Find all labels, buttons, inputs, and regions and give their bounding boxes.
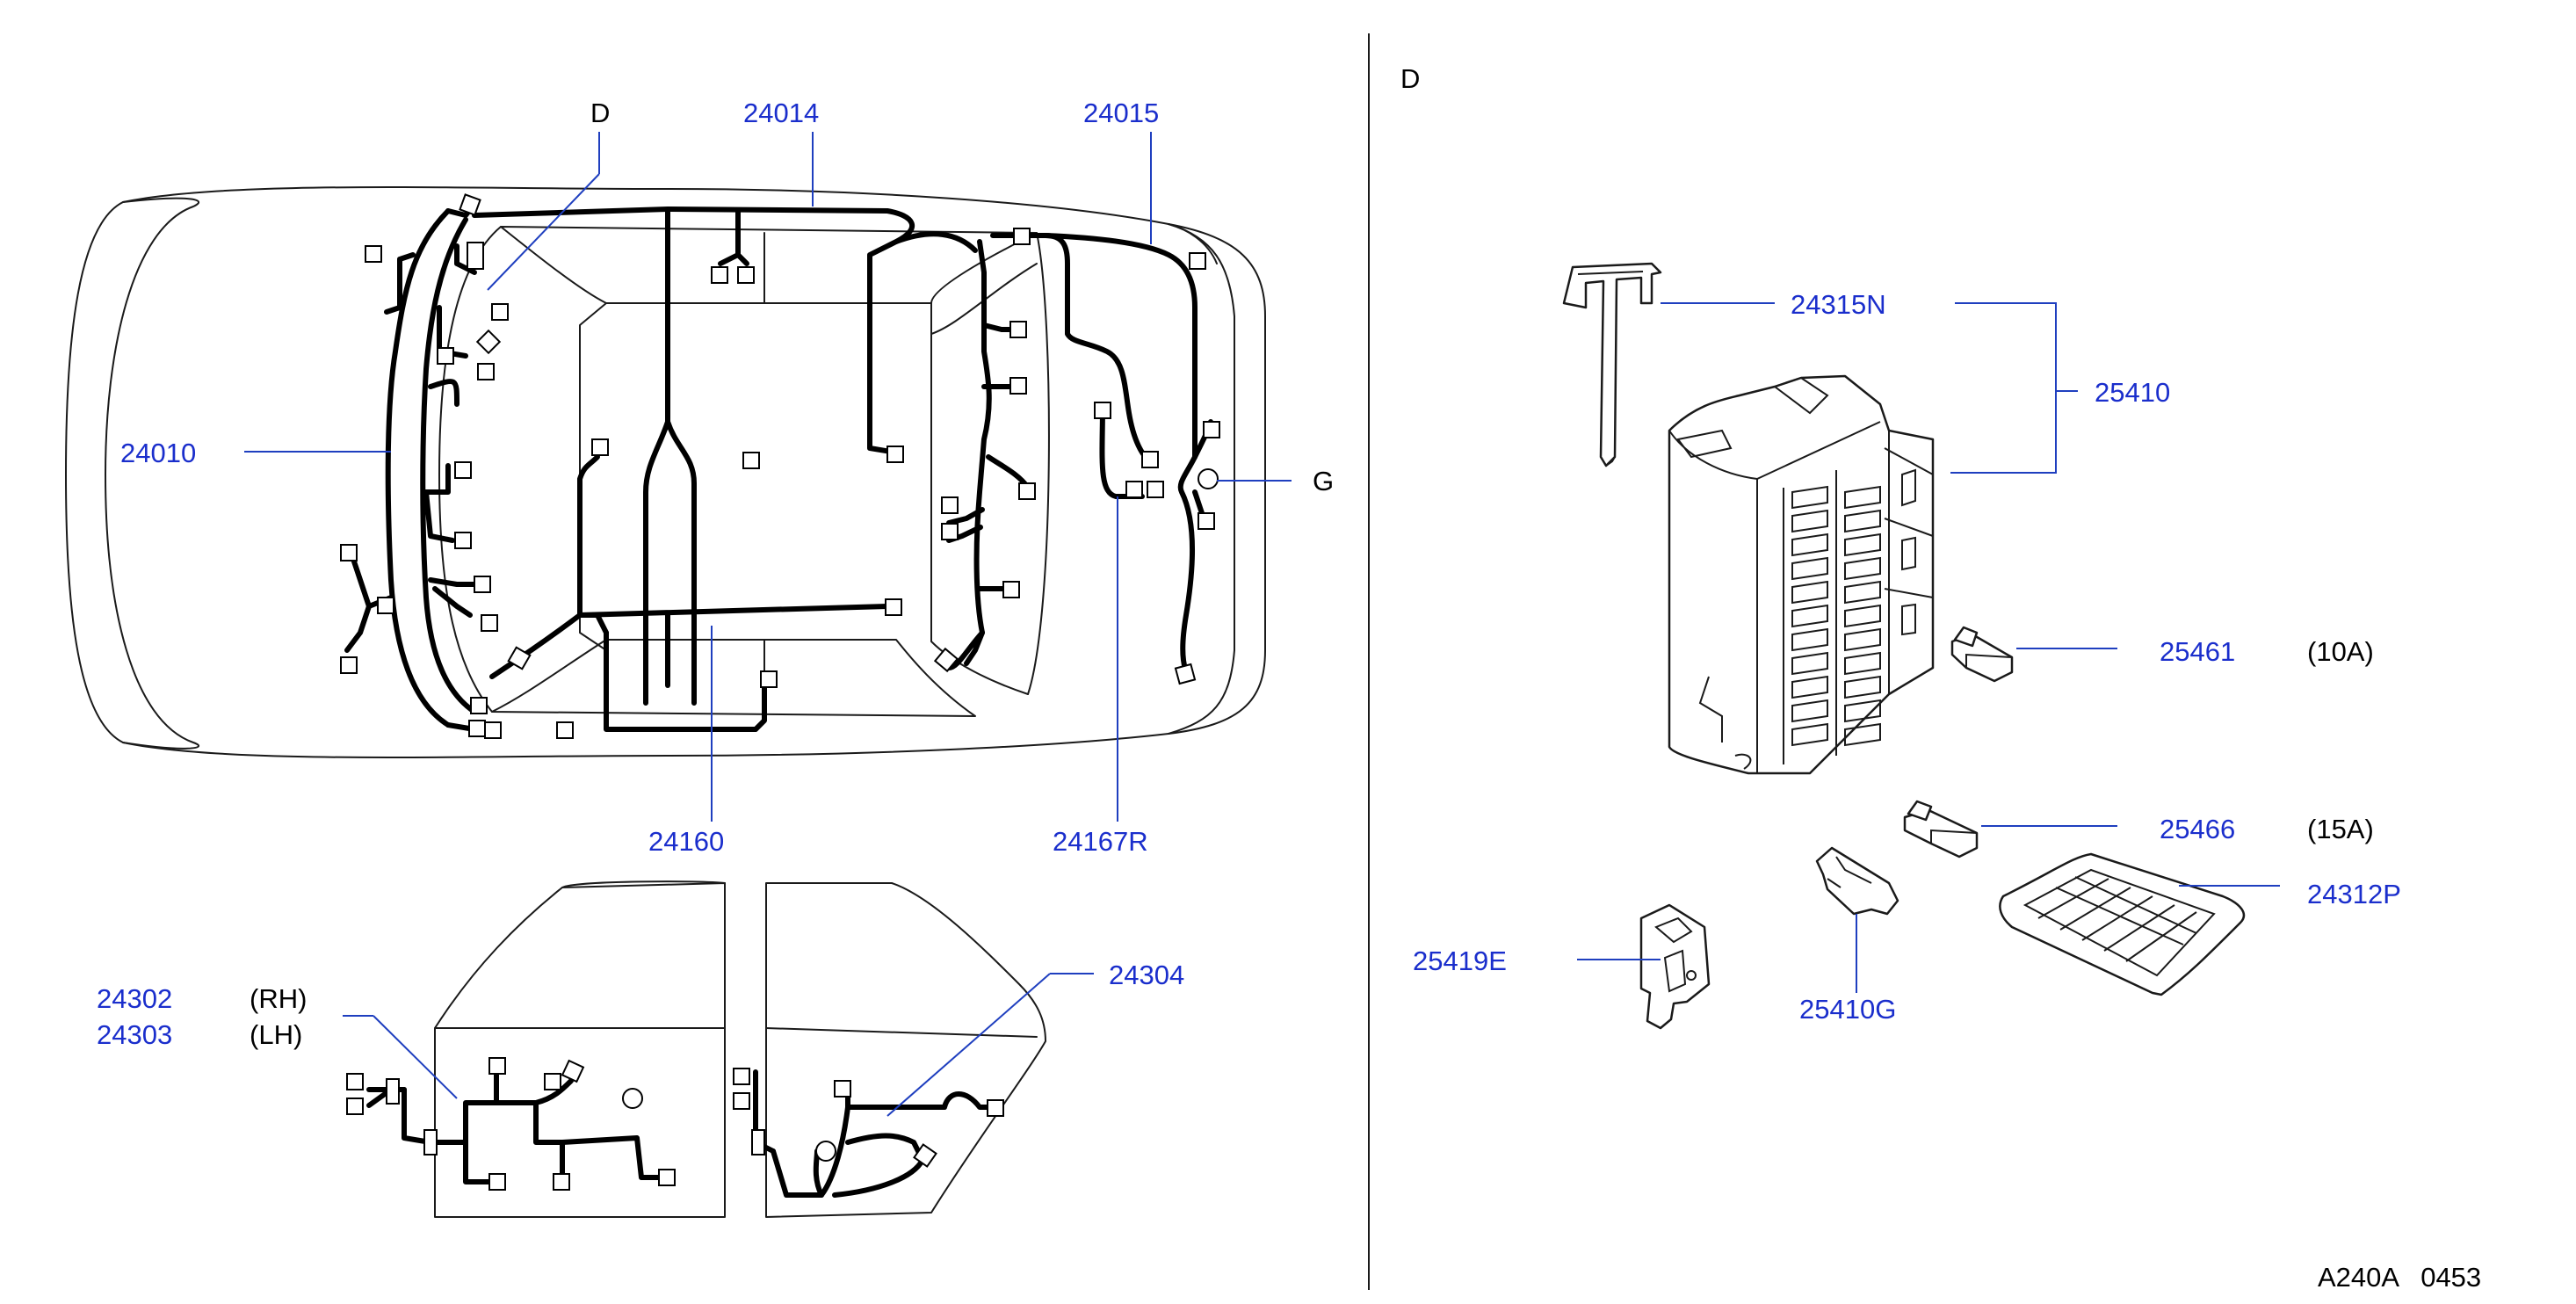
fuse-block-25410-drawing bbox=[1668, 374, 1935, 775]
label-part-24315n[interactable]: 24315N bbox=[1791, 289, 1886, 320]
fuse-slot bbox=[1791, 532, 1828, 557]
label-part-24304[interactable]: 24304 bbox=[1109, 960, 1185, 990]
fuse-slot bbox=[1791, 485, 1828, 510]
label-part-25410g[interactable]: 25410G bbox=[1799, 994, 1897, 1025]
diagram-code: A240A 0453 bbox=[2318, 1262, 2482, 1293]
label-note-rh: (RH) bbox=[250, 983, 308, 1014]
clip-25410g-drawing bbox=[1815, 846, 1899, 916]
label-part-24010[interactable]: 24010 bbox=[120, 438, 197, 468]
fuse-slot bbox=[1844, 699, 1881, 723]
label-ground-marker: G bbox=[1313, 466, 1335, 496]
fuse-slot bbox=[1844, 604, 1881, 628]
label-part-24160[interactable]: 24160 bbox=[648, 826, 725, 857]
label-part-24015[interactable]: 24015 bbox=[1083, 98, 1160, 128]
label-part-25410[interactable]: 25410 bbox=[2095, 377, 2171, 408]
car-harness-wires bbox=[344, 201, 1213, 732]
car-connectors bbox=[340, 193, 1220, 739]
label-part-24302[interactable]: 24302 bbox=[97, 983, 173, 1014]
fuse-slot bbox=[1791, 651, 1828, 676]
fuse-slot bbox=[1844, 532, 1881, 557]
car-leader-lines bbox=[244, 132, 1292, 822]
fuse-slot bbox=[1844, 675, 1881, 699]
label-part-24167r[interactable]: 24167R bbox=[1053, 826, 1148, 857]
label-rating-10a: (10A) bbox=[2307, 636, 2374, 667]
fuse-25461-drawing bbox=[1950, 626, 2014, 683]
leader-25410 bbox=[1950, 302, 2078, 474]
label-part-25419e[interactable]: 25419E bbox=[1413, 945, 1507, 976]
label-part-24312p[interactable]: 24312P bbox=[2307, 879, 2401, 909]
fuse-slot bbox=[1844, 722, 1881, 747]
label-rating-15a: (15A) bbox=[2307, 814, 2374, 844]
fuse-slot bbox=[1791, 699, 1828, 723]
detail-view-title: D bbox=[1400, 63, 1421, 94]
label-d-marker: D bbox=[590, 98, 611, 128]
fuse-slot bbox=[1791, 556, 1828, 581]
label-part-24014[interactable]: 24014 bbox=[743, 98, 820, 128]
fuse-25466-drawing bbox=[1903, 800, 1979, 858]
label-part-25466[interactable]: 25466 bbox=[2160, 814, 2236, 844]
fuse-slot bbox=[1791, 675, 1828, 699]
fuse-slot bbox=[1791, 580, 1828, 605]
fuse-slot bbox=[1791, 627, 1828, 652]
clip-24315n-drawing bbox=[1562, 262, 1662, 467]
door-leader-lines bbox=[343, 973, 1094, 1117]
fuse-slot bbox=[1844, 485, 1881, 510]
fuse-slot bbox=[1844, 651, 1881, 676]
rear-door-outline bbox=[765, 882, 1046, 1218]
label-note-lh: (LH) bbox=[250, 1019, 303, 1050]
fuse-slot bbox=[1844, 556, 1881, 581]
fuse-slot bbox=[1791, 509, 1828, 533]
door-harness-wires bbox=[366, 1069, 1000, 1198]
front-door-outline bbox=[434, 880, 726, 1218]
fuse-slot bbox=[1844, 627, 1881, 652]
label-part-24303[interactable]: 24303 bbox=[97, 1019, 173, 1050]
tray-24312p-drawing bbox=[1999, 852, 2246, 996]
fuse-slot bbox=[1844, 580, 1881, 605]
label-part-25461[interactable]: 25461 bbox=[2160, 636, 2236, 667]
fuse-slot bbox=[1791, 604, 1828, 628]
fuse-slot bbox=[1791, 722, 1828, 747]
door-connectors bbox=[346, 1057, 1004, 1191]
bracket-25419e-drawing bbox=[1639, 903, 1711, 1030]
fuse-slot bbox=[1844, 509, 1881, 533]
